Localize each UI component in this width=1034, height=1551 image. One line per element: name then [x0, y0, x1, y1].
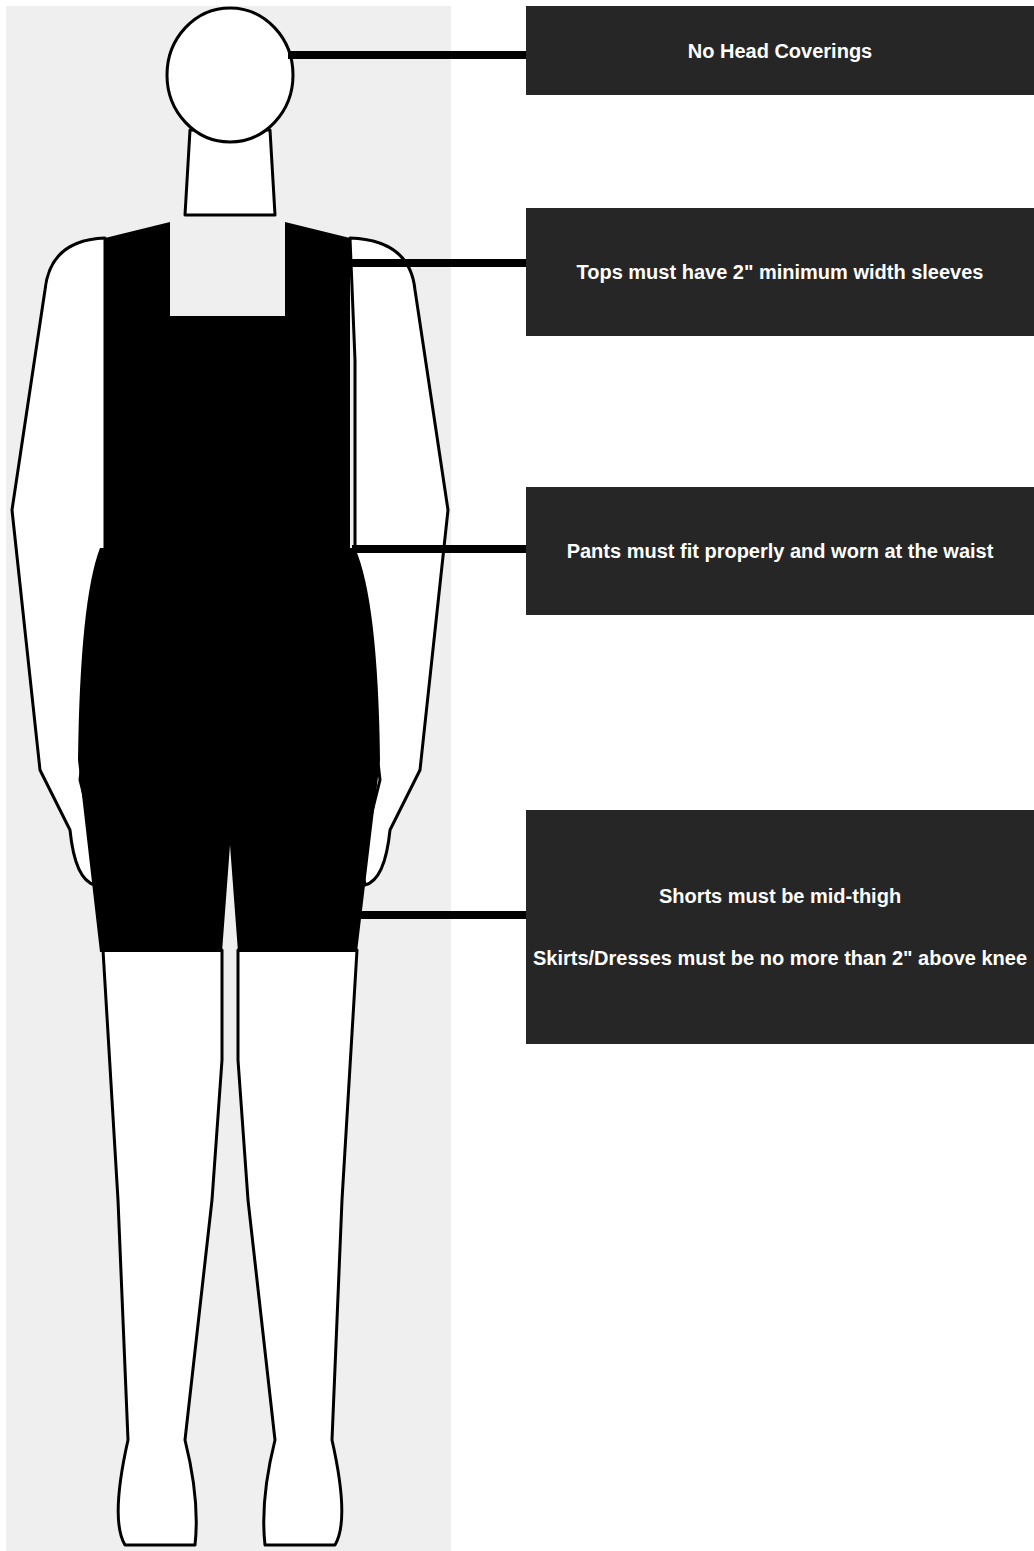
- figure-background: [6, 6, 451, 1551]
- leader-line: [358, 911, 526, 919]
- rule-text: Pants must fit properly and worn at the …: [567, 535, 994, 567]
- right-leg: [238, 950, 357, 1545]
- rule-text: Tops must have 2" minimum width sleeves: [576, 256, 983, 288]
- head: [167, 8, 293, 142]
- leader-line: [348, 259, 526, 267]
- rule-text: No Head Coverings: [688, 35, 872, 67]
- rule-box: No Head Coverings: [526, 6, 1034, 95]
- leader-line: [352, 545, 526, 553]
- rule-text: Shorts must be mid-thigh: [659, 880, 901, 912]
- left-leg: [103, 950, 222, 1545]
- leader-line: [288, 51, 526, 59]
- shorts: [78, 548, 380, 952]
- tank-top: [105, 222, 350, 560]
- rule-box: Shorts must be mid-thighSkirts/Dresses m…: [526, 810, 1034, 1044]
- rule-text: Skirts/Dresses must be no more than 2" a…: [533, 942, 1027, 974]
- rule-box: Tops must have 2" minimum width sleeves: [526, 208, 1034, 336]
- rule-box: Pants must fit properly and worn at the …: [526, 487, 1034, 615]
